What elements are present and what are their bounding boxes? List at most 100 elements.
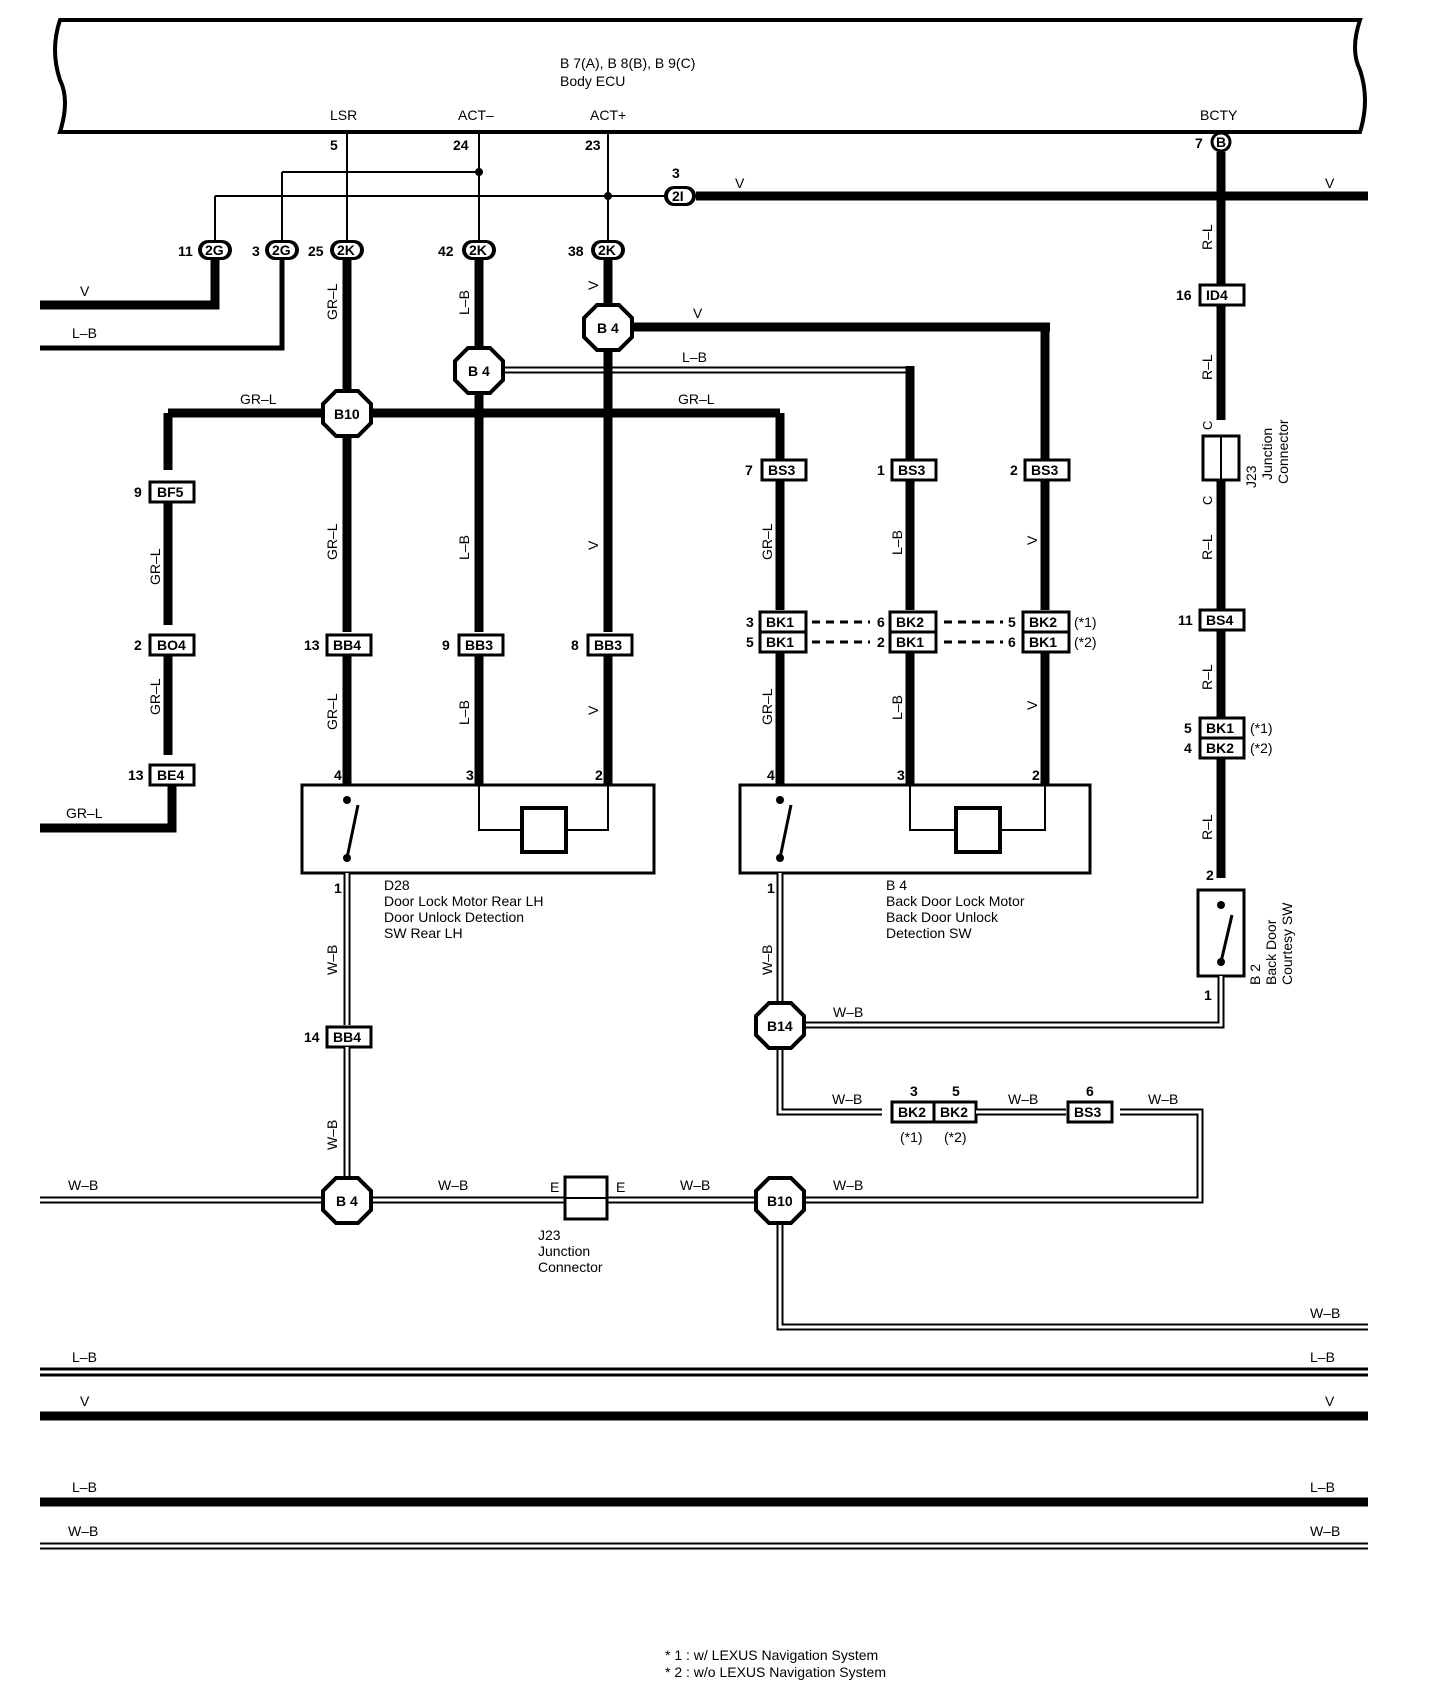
svg-text:E: E: [616, 1179, 625, 1195]
lb-column: L–B L–B L–B: [456, 260, 915, 632]
svg-text:BB4: BB4: [333, 637, 361, 653]
svg-text:2G: 2G: [205, 242, 224, 258]
ecu-thin-wires: [214, 132, 665, 240]
svg-text:W–B: W–B: [68, 1523, 98, 1539]
b2-back-door-courtesy-sw: 2 B 2 Back Door Courtesy SW 1: [1196, 867, 1295, 1003]
svg-text:BK1: BK1: [1206, 720, 1234, 736]
svg-text:V: V: [1024, 535, 1040, 545]
svg-text:BB3: BB3: [465, 637, 493, 653]
svg-text:V: V: [693, 305, 703, 321]
svg-text:Junction: Junction: [538, 1243, 590, 1259]
bcty-wire: R–L ID4 16 R–L C J23 Junction Connector …: [1176, 152, 1291, 878]
svg-text:W–B: W–B: [759, 945, 775, 975]
svg-text:(*1): (*1): [900, 1129, 923, 1145]
svg-text:J23: J23: [1243, 465, 1259, 488]
svg-text:5: 5: [1008, 614, 1016, 630]
svg-text:BS3: BS3: [768, 462, 795, 478]
svg-text:W–B: W–B: [680, 1177, 710, 1193]
body-ecu: B 7(A), B 8(B), B 9(C) Body ECU LSR ACT–…: [53, 18, 1367, 153]
svg-text:L–B: L–B: [682, 349, 707, 365]
svg-text:1: 1: [334, 880, 342, 896]
svg-text:6: 6: [1008, 634, 1016, 650]
grl-column: GR–L GR–L GR–L GR–L: [163, 260, 785, 632]
svg-text:B10: B10: [767, 1193, 793, 1209]
wb-wiring: W–B BB4 14 W–B W–B W–B W–B BK2 BK2 3 5 (…: [40, 873, 1368, 1331]
svg-text:BK2: BK2: [1206, 740, 1234, 756]
svg-text:9: 9: [134, 484, 142, 500]
svg-text:B14: B14: [767, 1018, 793, 1034]
svg-text:W–B: W–B: [832, 1091, 862, 1107]
id4-label: ID4: [1206, 287, 1228, 303]
svg-text:2: 2: [1206, 867, 1214, 883]
b4-back-door-lock-motor: 4 3 2 1 B 4 Back Door Lock Motor Back Do…: [738, 767, 1092, 941]
svg-text:BK2: BK2: [940, 1104, 968, 1120]
svg-text:Back Door Lock Motor: Back Door Lock Motor: [886, 893, 1025, 909]
svg-text:GR–L: GR–L: [324, 523, 340, 560]
svg-text:GR–L: GR–L: [324, 283, 340, 320]
svg-text:W–B: W–B: [324, 1120, 340, 1150]
svg-text:Back Door Unlock: Back Door Unlock: [886, 909, 999, 925]
svg-text:GR–L: GR–L: [759, 688, 775, 725]
bs3-row: BS3 7 BS3 1 BS3 2 GR–L L–B V: [745, 458, 1071, 610]
svg-text:4: 4: [767, 767, 775, 783]
svg-text:BK2: BK2: [896, 614, 924, 630]
svg-text:GR–L: GR–L: [147, 678, 163, 715]
svg-text:BS3: BS3: [1074, 1104, 1101, 1120]
svg-text:W–B: W–B: [1310, 1523, 1340, 1539]
svg-text:2I: 2I: [672, 188, 684, 204]
svg-text:13: 13: [304, 637, 320, 653]
svg-text:V: V: [80, 1393, 90, 1409]
svg-text:BB4: BB4: [333, 1029, 361, 1045]
svg-text:2: 2: [134, 637, 142, 653]
svg-text:3: 3: [466, 767, 474, 783]
svg-text:BS4: BS4: [1206, 612, 1233, 628]
svg-text:GR–L: GR–L: [324, 693, 340, 730]
svg-text:L–B: L–B: [72, 1349, 97, 1365]
svg-text:3: 3: [897, 767, 905, 783]
svg-text:3: 3: [252, 243, 260, 259]
pin-num-bcty: 7: [1195, 135, 1203, 151]
svg-text:L–B: L–B: [456, 290, 472, 315]
svg-text:5: 5: [1184, 720, 1192, 736]
svg-text:L–B: L–B: [889, 530, 905, 555]
footnotes: * 1 : w/ LEXUS Navigation System * 2 : w…: [665, 1647, 886, 1680]
svg-text:3: 3: [910, 1083, 918, 1099]
bk-rows: BK1 BK1 3 5 BK2 BK1 6 2 BK2 BK1 5 6 (*1)…: [746, 610, 1097, 785]
svg-text:(*2): (*2): [1074, 634, 1097, 650]
svg-text:L–B: L–B: [1310, 1479, 1335, 1495]
svg-text:GR–L: GR–L: [678, 391, 715, 407]
ecu-title: B 7(A), B 8(B), B 9(C): [560, 55, 695, 71]
svg-text:3: 3: [746, 614, 754, 630]
splice-b10-top: B10: [321, 389, 373, 438]
svg-text:L–B: L–B: [72, 325, 97, 341]
splice-b4-bottom: B 4: [321, 1176, 373, 1225]
svg-text:BK2: BK2: [898, 1104, 926, 1120]
svg-text:B 4: B 4: [886, 877, 907, 893]
svg-text:(*1): (*1): [1250, 720, 1273, 736]
svg-text:W–B: W–B: [1310, 1305, 1340, 1321]
svg-text:BK2: BK2: [1029, 614, 1057, 630]
svg-text:R–L: R–L: [1199, 534, 1215, 560]
svg-text:L–B: L–B: [889, 695, 905, 720]
svg-text:25: 25: [308, 243, 324, 259]
pin-act-plus: ACT+: [590, 107, 626, 123]
svg-text:GR–L: GR–L: [147, 548, 163, 585]
svg-text:BB3: BB3: [594, 637, 622, 653]
left-wires: V L–B: [40, 260, 285, 351]
svg-text:1: 1: [767, 880, 775, 896]
svg-text:2G: 2G: [272, 242, 291, 258]
pin-num-act-minus: 24: [453, 137, 469, 153]
svg-text:Back Door: Back Door: [1263, 919, 1279, 985]
svg-text:Courtesy SW: Courtesy SW: [1279, 902, 1295, 985]
connector-2i: 3 2I V V: [664, 165, 1368, 206]
svg-text:C: C: [1200, 421, 1215, 430]
svg-text:V: V: [585, 705, 601, 715]
d28-door-lock-motor: 4 3 2 1 D28 Door Lock Motor Rear LH Door…: [300, 767, 656, 941]
svg-text:V: V: [735, 175, 745, 191]
svg-text:BK1: BK1: [896, 634, 924, 650]
svg-text:BF5: BF5: [157, 484, 184, 500]
svg-text:C: C: [1200, 496, 1215, 505]
svg-text:Junction: Junction: [1259, 428, 1275, 480]
